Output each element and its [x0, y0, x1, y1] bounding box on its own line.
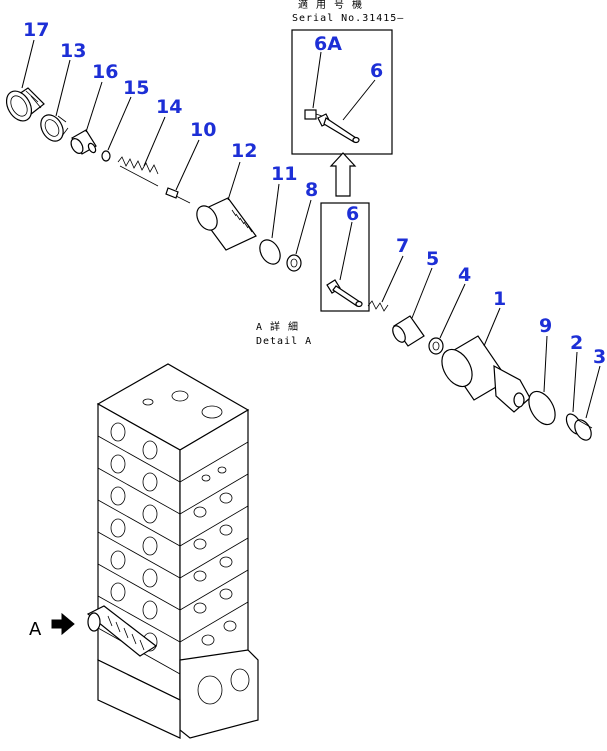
leader-14 [143, 116, 166, 167]
part-4-nut [428, 337, 444, 355]
part-1-body [441, 335, 531, 413]
leader-10 [175, 139, 200, 191]
leader-13 [55, 59, 71, 117]
callout-1: 1 [493, 288, 506, 310]
part-12-body [196, 197, 257, 251]
part-6-serial [317, 113, 360, 144]
leader-6 [339, 221, 353, 281]
leader-11 [271, 183, 280, 239]
leader-15 [107, 96, 132, 151]
part-11-oring [259, 239, 281, 265]
callout-14: 14 [156, 96, 182, 118]
serial-note: Serial No.31415— [292, 13, 404, 24]
part-8-washer [286, 254, 302, 272]
part-10-pin [165, 187, 191, 204]
part-5-sleeve [392, 315, 425, 347]
leader-9 [543, 335, 548, 393]
detail-a-valve-on-block [86, 605, 158, 657]
leader-17 [21, 39, 35, 89]
callout-4: 4 [458, 264, 471, 286]
callout-6-serial: 6 [370, 60, 383, 82]
part-7-spring [367, 300, 389, 312]
leader-6-serial [342, 79, 376, 121]
detail-a-box [320, 202, 370, 312]
control-valve-block [96, 363, 259, 739]
part-17-cap [5, 87, 45, 122]
callout-6a: 6A [314, 33, 342, 55]
leader-7 [381, 255, 404, 303]
detail-note: Detail A [256, 336, 312, 347]
leader-6a [312, 51, 322, 109]
callout-5: 5 [426, 248, 439, 270]
leader-1 [483, 307, 501, 347]
part-3-cap [574, 419, 593, 441]
view-arrow-icon [51, 612, 75, 636]
detail-note-jp: A 詳 細 [256, 320, 299, 333]
callout-10: 10 [190, 119, 216, 141]
leader-3 [585, 365, 601, 419]
up-arrow [329, 152, 357, 197]
serial-note-jp: 適 用 号 機 [298, 0, 363, 11]
leader-5 [411, 267, 433, 319]
leader-12 [227, 161, 241, 201]
callout-9: 9 [539, 315, 552, 337]
part-15-ring [101, 150, 111, 162]
part-13-ring [40, 114, 69, 142]
leader-4 [439, 283, 466, 339]
part-9-oring [528, 390, 556, 426]
callout-8: 8 [305, 179, 318, 201]
callout-16: 16 [92, 61, 118, 83]
callout-13: 13 [60, 40, 86, 62]
leader-8 [295, 199, 312, 255]
callout-7: 7 [396, 235, 409, 257]
leader-2 [572, 351, 578, 413]
callout-12: 12 [231, 140, 257, 162]
part-16-plug [70, 129, 97, 155]
callout-11: 11 [271, 163, 297, 185]
leader-16 [85, 81, 103, 133]
view-label-a: A [29, 619, 42, 640]
callout-3: 3 [593, 346, 606, 368]
callout-17: 17 [23, 19, 49, 41]
part-6a [304, 109, 323, 120]
callout-6: 6 [346, 203, 359, 225]
callout-15: 15 [123, 77, 149, 99]
callout-2: 2 [570, 332, 583, 354]
part-14-spring [117, 156, 159, 187]
part-6 [326, 279, 363, 308]
